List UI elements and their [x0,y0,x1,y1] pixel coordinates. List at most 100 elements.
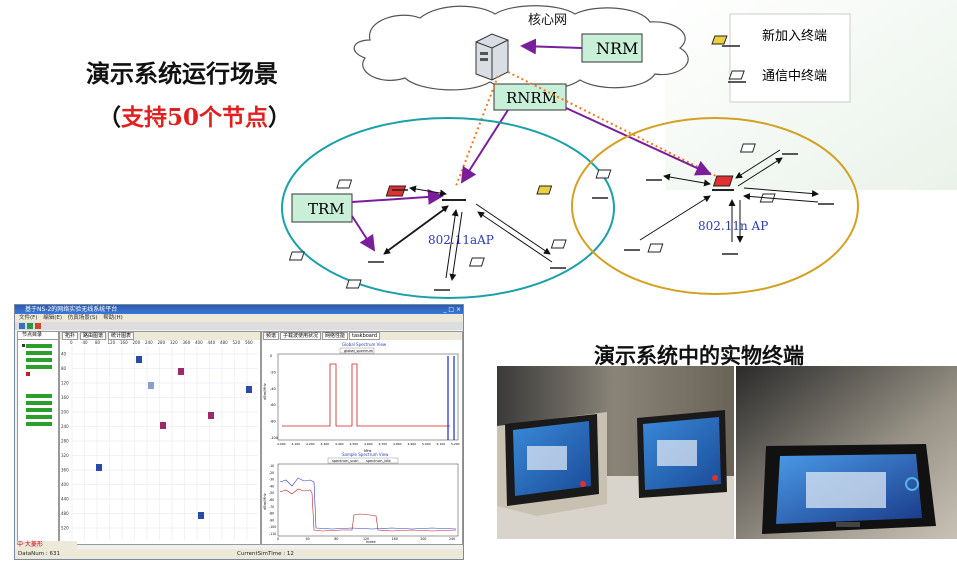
server-link-left [455,75,499,187]
c1y-tick: 0 [270,354,272,358]
server-link-right [507,71,717,177]
map-y-tick: 480 [61,511,69,516]
map-y-tick: 440 [61,497,69,502]
map-node-icon[interactable] [198,512,204,519]
terminal-right-4-icon [647,243,738,255]
map-x-tick: 200 [133,340,141,345]
chart2-legend1: spectrum_scan [332,459,358,463]
tree-node-bullet [22,344,25,347]
open-icon[interactable] [19,323,25,329]
tree-node-selected[interactable] [26,372,30,376]
link-left-2a [387,205,449,251]
new-terminal-icon [536,185,608,199]
map-y-tick: 320 [61,453,69,458]
legend-new-terminal: 新加入终端 [762,28,827,44]
c1y-tick: -60 [270,403,276,407]
window-title: 基于NS-2的网络实验无线系统平台 [25,306,118,313]
c2x-tick: 200 [420,537,426,541]
run-icon[interactable] [27,323,33,329]
menu-scenario[interactable]: 仿真场景(S) [67,315,98,321]
map-node-icon[interactable] [178,368,184,375]
c2x-tick: 120 [363,537,369,541]
c2y-tick: -40 [269,484,274,488]
tree-node[interactable] [26,365,52,369]
tab-spectrum[interactable]: 频谱 [263,332,280,340]
status-datanum: DataNum : 631 [18,551,60,557]
chart1-plot-area [277,353,459,441]
chart1-ylabel: dBm/MHz [263,383,267,400]
stop-icon[interactable] [35,323,41,329]
map-node-icon[interactable] [208,412,214,419]
c1x-tick: 5,100 [437,442,446,446]
map-y-tick: 160 [61,395,69,400]
tree-node[interactable] [26,358,52,362]
status-simtime: CurrentSimTime : 12 [237,551,294,557]
chart1-title: Global Spectrum View [342,342,387,347]
menu-file[interactable]: 文件(F) [19,315,38,321]
c1x-tick: 4,700 [379,442,388,446]
tab-performance[interactable]: 网络性能 [322,332,349,340]
c2y-tick: -110 [269,532,276,536]
map-x-tick: 320 [170,340,178,345]
map-x-tick: 440 [208,340,216,345]
map-node-icon[interactable] [148,382,154,389]
chart2-series-idle [279,477,457,530]
map-node-icon[interactable] [160,422,166,429]
map-node-icon[interactable] [96,464,102,471]
tree-node[interactable] [26,422,52,426]
legend-comm-terminal: 通信中终端 [762,68,827,84]
trm-label: TRM [308,200,345,218]
c2x-tick: 160 [392,537,398,541]
c1x-tick: 4,200 [306,442,315,446]
tree-node[interactable] [26,344,52,348]
map-node-icon[interactable] [136,356,142,363]
tree-node[interactable] [26,415,52,419]
terminal-left-3-icon [345,279,450,291]
status-bar: DataNum : 631 CurrentSimTime : 12 [15,549,463,559]
c1x-tick: 4,400 [335,442,344,446]
c2y-tick: -50 [269,491,274,495]
tree-node[interactable] [26,408,52,412]
chart2-plot-area [277,463,459,537]
subtitle-open: （ [98,104,121,131]
rnrm-label: RNRM [506,89,557,107]
simulator-window: 基于NS-2的网络实验无线系统平台 _ □ × 文件(F) 编辑(E) 仿真场景… [14,304,464,560]
map-tabs: 拓扑路由图谱统计图表 [60,332,260,340]
terminal-right-5-icon [550,239,640,251]
chart1-legend-label: global_spectrum [344,349,374,353]
map-node-icon[interactable] [246,386,252,393]
link-right-5 [639,195,711,241]
network-diagram: 新加入终端 通信中终端 核心网 NRM RNRM TRM 802.11aAP [281,0,957,299]
tab-routing[interactable]: 路由图谱 [80,332,107,340]
menu-help[interactable]: 帮助(H) [103,315,123,321]
terminal-left-2-icon [288,251,384,263]
tree-node[interactable] [26,401,52,405]
chart1-series-line [282,363,450,427]
terminal-left-4-icon [468,257,566,269]
tab-topology[interactable]: 拓扑 [62,332,79,340]
tab-taskboard[interactable]: taskboard [349,332,381,340]
rnrm-arrow-right [565,107,712,176]
map-x-tick: 120 [108,340,116,345]
map-x-tick: 360 [183,340,191,345]
c1x-tick: 4,800 [393,442,402,446]
link-left-3a [445,209,459,279]
tab-subcarrier[interactable]: 子载波使用状况 [280,332,322,340]
c1x-tick: 4,600 [364,442,373,446]
tab-stats[interactable]: 统计图表 [108,332,135,340]
window-titlebar [15,305,463,314]
tree-node[interactable] [26,394,52,398]
device-photo-2 [736,366,957,539]
c2x-tick: 0 [277,537,279,541]
tree-node[interactable] [26,351,52,355]
c1x-tick: 4,300 [321,442,330,446]
map-x-tick: 240 [145,340,153,345]
menu-edit[interactable]: 编辑(E) [43,315,62,321]
map-x-tick: 560 [245,340,253,345]
window-controls[interactable]: _ □ × [443,306,461,313]
map-x-tick: 80 [95,340,101,345]
